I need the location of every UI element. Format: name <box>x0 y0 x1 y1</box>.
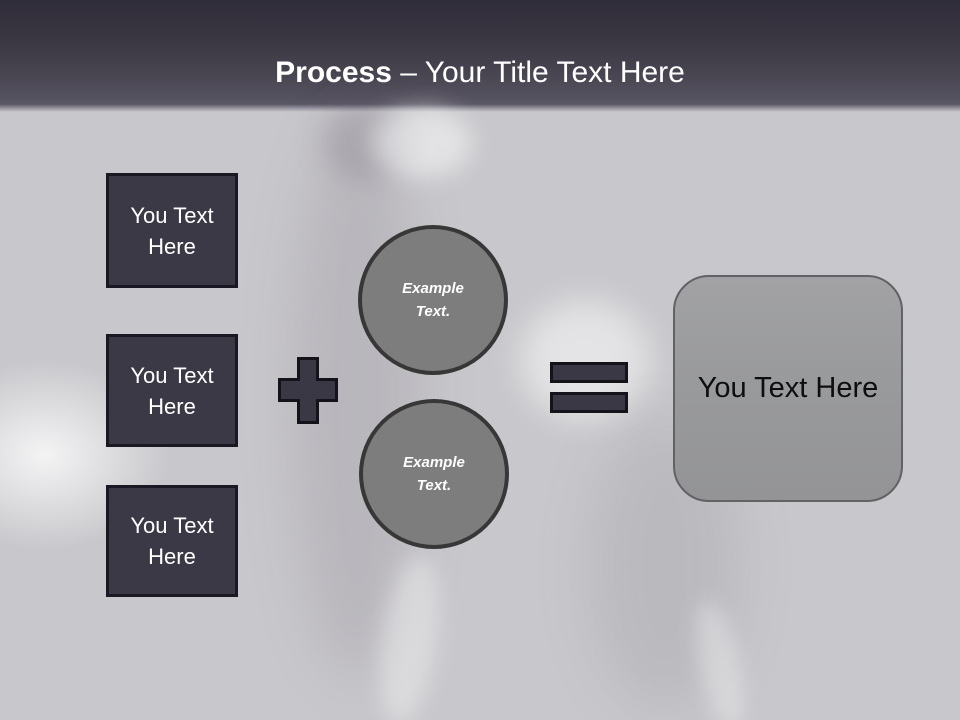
plus-icon <box>278 357 338 424</box>
slide-header-band <box>0 0 960 112</box>
equals-icon <box>550 362 628 413</box>
example-circle-label-2: Example Text. <box>403 454 465 494</box>
result-label: You Text Here <box>697 372 879 404</box>
process-input-label-3: You Text Here <box>130 513 214 569</box>
background-figure-face <box>372 108 472 178</box>
process-input-box-3: You Text Here <box>106 485 238 597</box>
equals-top-bar <box>550 362 628 383</box>
process-input-label-2: You Text Here <box>130 362 214 419</box>
process-input-box-1: You Text Here <box>106 173 238 288</box>
example-circle-label-1: Example Text. <box>402 280 464 320</box>
example-circle-1: Example Text. <box>358 225 508 375</box>
process-input-box-2: You Text Here <box>106 334 238 447</box>
equals-bottom-bar <box>550 392 628 413</box>
slide-title: Process – Your Title Text Here <box>0 56 960 90</box>
result-box: You Text Here <box>673 275 903 502</box>
process-input-label-1: You Text Here <box>130 202 214 259</box>
slide-title-keyword: Process <box>275 56 392 89</box>
example-circle-2: Example Text. <box>359 399 509 549</box>
slide-title-subtitle: – Your Title Text Here <box>400 56 685 89</box>
